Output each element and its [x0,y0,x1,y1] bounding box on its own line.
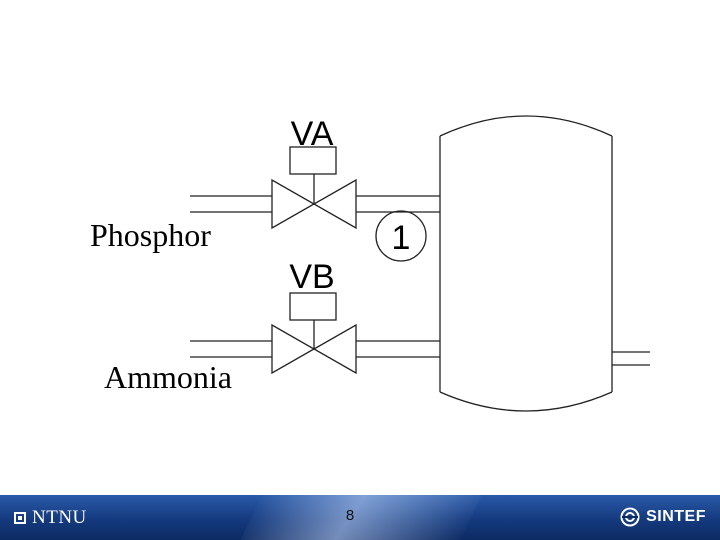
outlet-pipe [612,351,650,366]
node-marker: 1 [375,210,427,262]
tank [439,115,613,412]
node-label: 1 [392,219,411,257]
sintef-logo-icon [620,507,640,527]
valve-va-label: VA [291,115,334,153]
ntnu-logo-text: NTNU [32,507,87,528]
valve-vb [271,292,357,375]
sintef-logo: SINTEF [620,507,706,527]
phosphor-label: Phosphor [90,217,211,253]
valve-vb-label: VB [289,258,334,296]
valve-va [271,146,357,230]
footer-bar: NTNU 8 SINTEF [0,495,720,540]
phosphor-pipe [190,195,440,213]
ntnu-logo-icon [14,512,26,524]
ntnu-logo: NTNU [14,507,87,528]
ammonia-label: Ammonia [104,359,232,395]
sintef-logo-text: SINTEF [646,508,706,525]
page-number: 8 [345,507,355,524]
ammonia-pipe [190,340,440,358]
